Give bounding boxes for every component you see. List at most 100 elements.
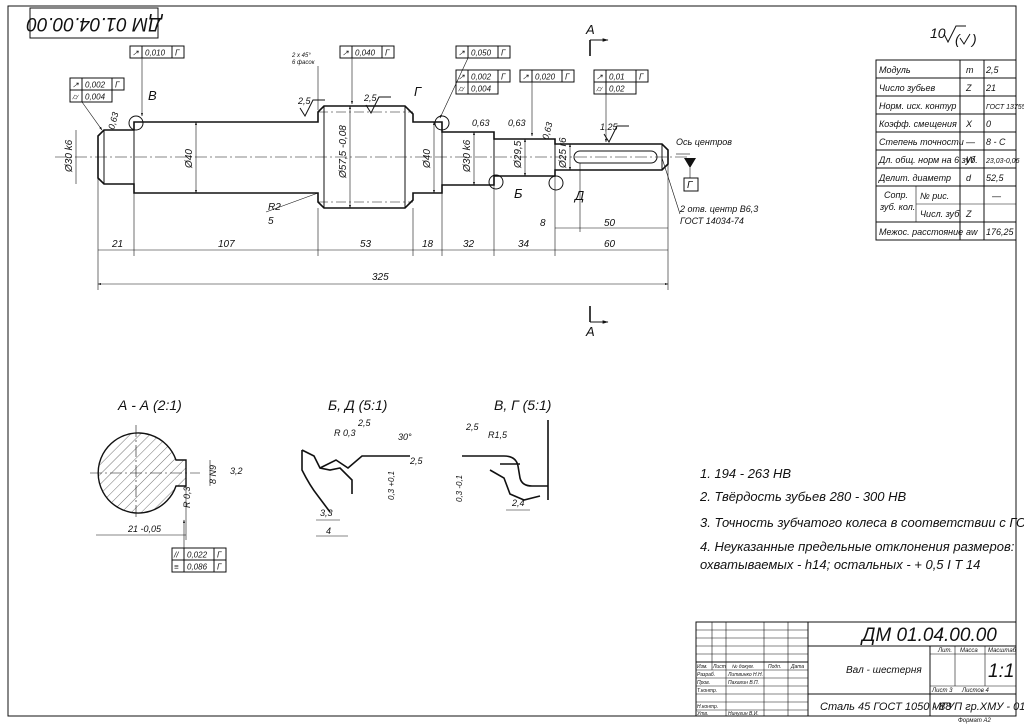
tb-scale: 1:1 <box>988 661 1014 682</box>
tb-role-3: Т.контр. <box>697 688 717 694</box>
detail-bd-roughness-1: 2,5 <box>357 418 372 428</box>
tolerance-base-4: Г <box>501 49 506 58</box>
tolerance-symbol-5: ↗ <box>458 73 465 82</box>
tb-role-1: Разраб. <box>697 672 715 678</box>
tolerance-value-2: 0,010 <box>145 49 166 58</box>
tolerance-base-7: Г <box>565 73 570 82</box>
inverted-designation: ДМ 01.04.00.00 <box>26 13 163 34</box>
tb-role-2: Пров. <box>697 680 710 686</box>
tb-organization: МГУП гр.ХМУ - 011 <box>932 701 1024 713</box>
fillet-radius: R2 <box>268 202 281 213</box>
callout-d: Д <box>573 188 584 203</box>
roughness-sign-3 <box>365 96 391 115</box>
detail-vg-radius: R1,5 <box>488 430 508 440</box>
dim-keyway-offset: 8 <box>540 218 546 229</box>
chamfer-note: 2 х 45° <box>291 53 311 59</box>
callout-circle-v <box>128 115 144 131</box>
callout-b: Б <box>514 186 523 201</box>
callout-g: Г <box>414 84 422 99</box>
detail-bd-radius: R 0,3 <box>334 428 356 438</box>
roughness-sign-2 <box>299 99 325 118</box>
gear-table-sub-param-1: Числ. зуб. <box>920 209 962 219</box>
tolerance-frame-7 <box>519 69 575 83</box>
tolerance-frame-9 <box>593 81 637 95</box>
dim-seg-5: 32 <box>463 239 475 250</box>
diameter-labels: Ø30 k6 Ø40 Ø57,5 -0,08 Ø40 Ø30 k6 Ø29,5 … <box>64 105 572 209</box>
title-block-frame <box>695 621 1017 717</box>
tolerance-symbol-7: ↗ <box>522 73 529 82</box>
gear-table-val-1: 21 <box>985 83 996 93</box>
dim-seg-4: 18 <box>422 239 434 250</box>
gear-table-val-8: 176,25 <box>986 227 1015 237</box>
inverted-designation-box: ДМ 01.04.00.00 <box>26 7 163 39</box>
general-roughness: 10 ( ) <box>930 25 977 47</box>
gear-table-sym-0: m <box>966 65 974 75</box>
tolerance-symbol-8: ↗ <box>596 73 603 82</box>
note-5: охватываемых - h14; остальных - + 0,5 I … <box>700 557 980 572</box>
tolerance-value-10: 0,022 <box>187 551 208 560</box>
detail-bd-dim-a: 3,3 <box>320 508 333 518</box>
dim-seg-3: 53 <box>360 239 372 250</box>
section-aa-dim-key: 8 N9 <box>208 465 218 484</box>
detail-vg-depth: 0,3 -0,1 <box>455 475 464 502</box>
section-mark-top: А <box>585 22 595 37</box>
tolerance-frame-11 <box>171 559 227 573</box>
tb-header-mass: Масса <box>960 648 978 654</box>
detail-bd-groove <box>319 455 410 470</box>
detail-bd-dim-b: 4 <box>326 526 331 536</box>
tolerance-value-0: 0,002 <box>85 81 106 90</box>
gear-table-param-8: Межос. расстояние <box>879 227 963 237</box>
tolerance-symbol-4: ↗ <box>458 49 465 58</box>
tb-header-lit: Лит. <box>937 648 952 654</box>
tb-change-sign: Подп. <box>768 664 781 670</box>
gear-table-param-0: Модуль <box>879 65 911 75</box>
tb-sheet: Лист 3 <box>931 688 953 694</box>
tb-part-name: Вал - шестерня <box>846 665 922 676</box>
gear-table-sym-8: aw <box>966 227 978 237</box>
gear-table-val-3: 0 <box>986 119 991 129</box>
tolerance-base-5: Г <box>501 73 506 82</box>
gear-table-val-5: 23,03-0,06 <box>985 158 1020 165</box>
gear-table-val-4: 8 - С <box>986 137 1006 147</box>
tolerance-base-0: Г <box>115 81 120 90</box>
roughness-marks: 0,63 2,5 2,5 0,63 0,63 1,25 0,63 <box>106 93 629 144</box>
note-2: 2. Твёрдость зубьев 280 - 300 HB <box>699 489 907 504</box>
tolerance-symbol-9: ⌭ <box>596 85 603 94</box>
detail-vg-width: 2,4 <box>511 498 525 508</box>
section-aa-dim-radius: R 0,3 <box>182 486 192 508</box>
tb-sheets: Листов 4 <box>961 688 990 694</box>
roughness-general-paren-close: ) <box>970 31 977 47</box>
dim-seg-7: 60 <box>604 239 616 250</box>
tolerance-base-11: Г <box>217 563 222 572</box>
gear-table-val-0: 2,5 <box>985 65 1000 75</box>
tolerance-value-5: 0,002 <box>471 73 492 82</box>
detail-bd-title: Б, Д (5:1) <box>328 397 387 413</box>
section-marks: А А <box>585 22 609 339</box>
diameter-label-6: Ø29,5 <box>513 140 524 169</box>
detail-bd-angle: 30° <box>398 432 412 442</box>
sheet-frame <box>7 5 1017 717</box>
shaft-notes: R2 5 2 х 45° 6 фасок 2 отв. центр В6,3 Г… <box>265 53 758 227</box>
roughness-general-value: 10 <box>930 25 946 41</box>
gear-table-param-3: Коэфф. смещения <box>879 119 957 129</box>
tolerance-value-11: 0,086 <box>187 563 208 572</box>
roughness-5: 0,63 <box>508 118 526 128</box>
tolerance-base-2: Г <box>175 49 180 58</box>
detail-vg-outline <box>462 420 549 500</box>
tb-name-1: Литвинко Н.Н. <box>727 672 763 678</box>
note-1: 1. 194 - 263 HB <box>700 466 791 481</box>
datum-label: Г <box>687 180 694 191</box>
gear-table-sub-val-0: — <box>991 191 1002 201</box>
roughness-sign-6 <box>603 125 629 144</box>
tb-material: Сталь 45 ГОСТ 1050 - 88 <box>820 701 952 713</box>
roughness-3: 2,5 <box>363 93 378 103</box>
tb-format: Формат А2 <box>958 718 991 724</box>
dim-seg-6: 34 <box>518 239 530 250</box>
callout-v: В <box>148 88 157 103</box>
tolerance-symbol-6: ⌭ <box>458 85 465 94</box>
callout-circle-b <box>488 174 504 190</box>
gear-table-sub-param-0: № рис. <box>920 191 949 201</box>
length-dimensions: 21 107 53 18 32 34 60 325 8 50 <box>97 163 669 290</box>
tolerance-symbol-2: ↗ <box>132 49 139 58</box>
